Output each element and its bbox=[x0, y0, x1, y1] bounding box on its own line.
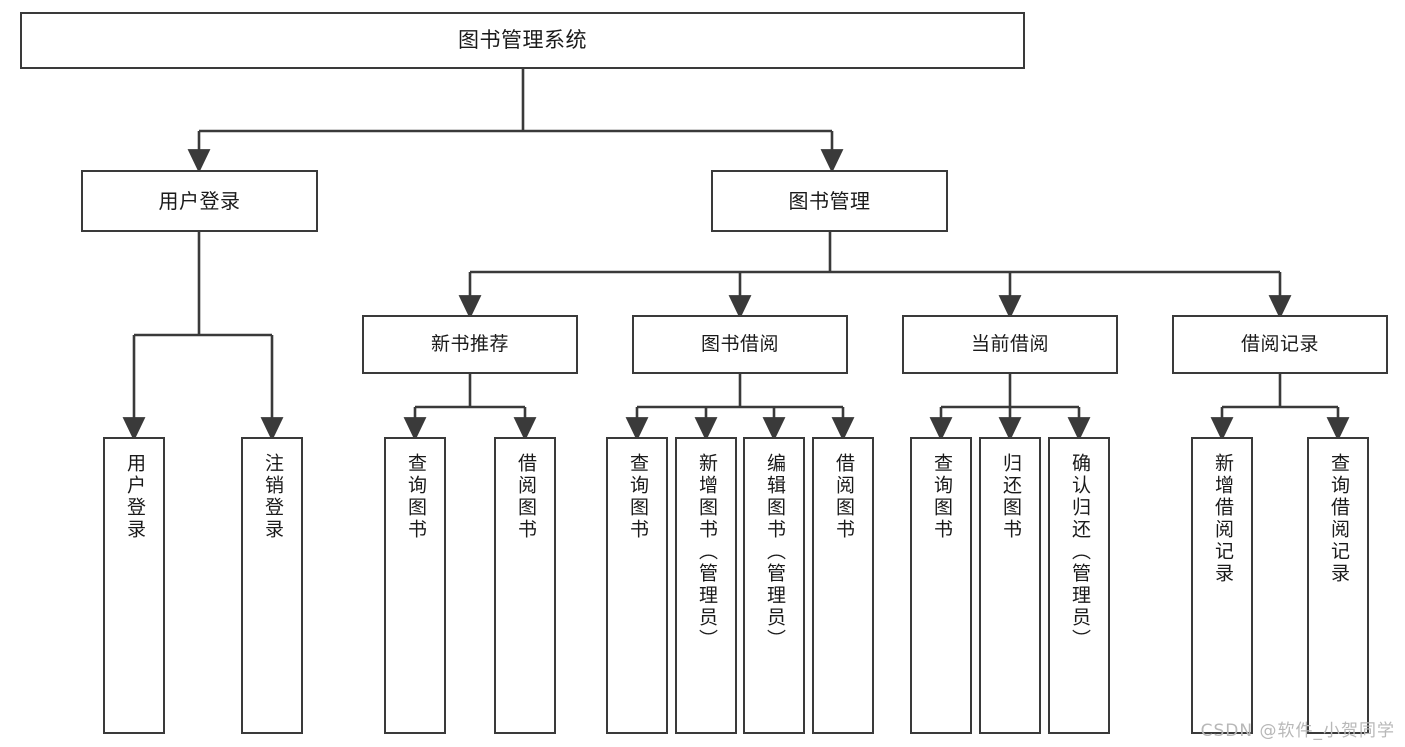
leaf-confirm-return-label: 确认归还（管理员） bbox=[1068, 453, 1091, 651]
leaf-logout[interactable]: 注销登录 bbox=[241, 437, 303, 734]
leaf-add-book[interactable]: 新增图书（管理员） bbox=[675, 437, 737, 734]
leaf-edit-book-label: 编辑图书（管理员） bbox=[763, 453, 786, 651]
leaf-return-book-label: 归还图书 bbox=[999, 453, 1022, 541]
leaf-query-book-1-label: 查询图书 bbox=[404, 453, 427, 541]
csdn-watermark: CSDN @软件_小贺同学 bbox=[1200, 721, 1395, 741]
leaf-add-record[interactable]: 新增借阅记录 bbox=[1191, 437, 1253, 734]
leaf-return-book[interactable]: 归还图书 bbox=[979, 437, 1041, 734]
leaf-query-book-1[interactable]: 查询图书 bbox=[384, 437, 446, 734]
leaf-query-book-3[interactable]: 查询图书 bbox=[910, 437, 972, 734]
node-current-borrow-label: 当前借阅 bbox=[970, 332, 1049, 355]
leaf-logout-label: 注销登录 bbox=[261, 453, 284, 541]
leaf-borrow-book-2[interactable]: 借阅图书 bbox=[812, 437, 874, 734]
leaf-edit-book[interactable]: 编辑图书（管理员） bbox=[743, 437, 805, 734]
leaf-borrow-book-1-label: 借阅图书 bbox=[514, 453, 537, 541]
node-borrow-record-label: 借阅记录 bbox=[1240, 332, 1319, 355]
node-book-manage[interactable]: 图书管理 bbox=[711, 170, 948, 232]
leaf-confirm-return[interactable]: 确认归还（管理员） bbox=[1048, 437, 1110, 734]
node-root-system-label: 图书管理系统 bbox=[458, 28, 587, 53]
leaf-query-record[interactable]: 查询借阅记录 bbox=[1307, 437, 1369, 734]
leaf-borrow-book-2-label: 借阅图书 bbox=[832, 453, 855, 541]
node-root-system[interactable]: 图书管理系统 bbox=[20, 12, 1025, 69]
node-book-borrow[interactable]: 图书借阅 bbox=[632, 315, 848, 374]
node-borrow-record[interactable]: 借阅记录 bbox=[1172, 315, 1388, 374]
leaf-add-record-label: 新增借阅记录 bbox=[1211, 453, 1234, 585]
node-new-book-rec-label: 新书推荐 bbox=[430, 332, 509, 355]
leaf-borrow-book-1[interactable]: 借阅图书 bbox=[494, 437, 556, 734]
leaf-user-login-label: 用户登录 bbox=[123, 453, 146, 541]
leaf-user-login[interactable]: 用户登录 bbox=[103, 437, 165, 734]
leaf-add-book-label: 新增图书（管理员） bbox=[695, 453, 718, 651]
node-user-login[interactable]: 用户登录 bbox=[81, 170, 318, 232]
leaf-query-record-label: 查询借阅记录 bbox=[1327, 453, 1350, 585]
node-book-manage-label: 图书管理 bbox=[788, 188, 871, 213]
node-book-borrow-label: 图书借阅 bbox=[700, 332, 779, 355]
leaf-query-book-2-label: 查询图书 bbox=[626, 453, 649, 541]
leaf-query-book-2[interactable]: 查询图书 bbox=[606, 437, 668, 734]
leaf-query-book-3-label: 查询图书 bbox=[930, 453, 953, 541]
node-user-login-label: 用户登录 bbox=[158, 188, 241, 213]
node-current-borrow[interactable]: 当前借阅 bbox=[902, 315, 1118, 374]
node-new-book-rec[interactable]: 新书推荐 bbox=[362, 315, 578, 374]
